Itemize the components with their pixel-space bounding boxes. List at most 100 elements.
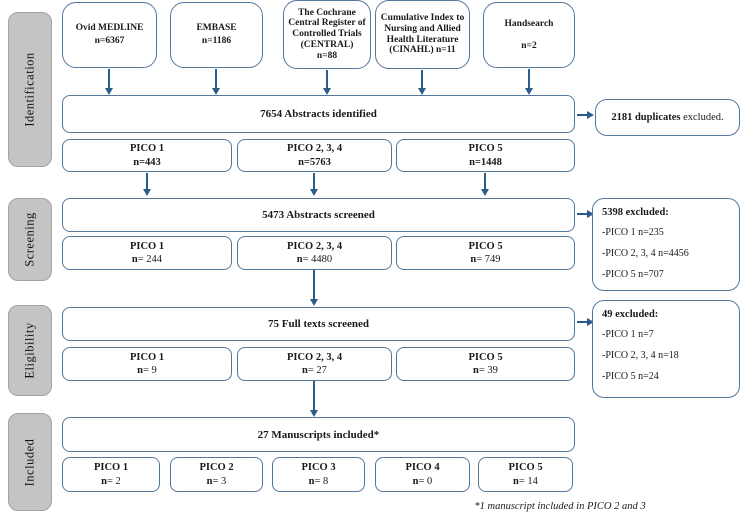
eligibility-excluded-box: 49 excluded: -PICO 1 n=7 -PICO 2, 3, 4 n… [592,300,740,398]
source-box-central: The Cochrane Central Register of Control… [283,0,371,69]
excluded-item: -PICO 2, 3, 4 n=4456 [602,248,689,259]
pico-label: PICO 1 [129,143,165,155]
excluded-item: -PICO 1 n=7 [602,329,654,340]
source-count: n=1186 [201,36,232,46]
pico-count: n= 27 [302,365,327,376]
pico-label: PICO 1 [129,240,165,252]
pico-count: n= 4480 [296,254,333,265]
pico-count: n=5763 [298,156,331,168]
screening-excluded-box: 5398 excluded: -PICO 1 n=235 -PICO 2, 3,… [592,198,740,291]
pico-box-id-1: PICO 1 n=443 [62,139,232,172]
pico-box-inc-4: PICO 4 n= 0 [375,457,470,492]
flow-arrow-down-icon [418,70,426,95]
excluded-title: 49 excluded: [602,309,659,320]
duplicates-excluded-box: 2181 duplicates excluded. [595,99,740,136]
pico-label: PICO 2, 3, 4 [286,143,343,155]
excluded-item: -PICO 2, 3, 4 n=18 [602,350,679,361]
abstracts-identified-text: 7654 Abstracts identified [260,108,377,120]
stage-label-text: Identification [22,52,37,127]
abstracts-identified-box: 7654 Abstracts identified [62,95,575,133]
excluded-title: 5398 excluded: [602,207,669,218]
excluded-item: -PICO 5 n=707 [602,269,664,280]
source-count: n=6367 [94,36,125,46]
abstracts-screened-text: 5473 Abstracts screened [262,209,375,221]
stage-label-identification: Identification [8,12,52,167]
duplicates-count: 2181 duplicates [611,112,681,123]
manuscripts-included-text: 27 Manuscripts included* [257,428,380,441]
stage-label-text: Included [22,438,37,486]
manuscripts-included-box: 27 Manuscripts included* [62,417,575,452]
source-name: Cumulative Index to Nursing and Allied H… [380,13,465,45]
pico-box-inc-2: PICO 2 n= 3 [170,457,263,492]
pico-box-scr-234: PICO 2, 3, 4 n= 4480 [237,236,392,270]
source-name: EMBASE [196,23,237,34]
pico-label: PICO 2, 3, 4 [286,240,343,252]
flow-arrow-down-icon [310,270,318,306]
flow-arrow-down-icon [212,69,220,95]
source-name: Ovid MEDLINE [75,23,144,34]
pico-label: PICO 3 [301,462,336,474]
flow-arrow-down-icon [310,173,318,196]
source-box-cinahl: Cumulative Index to Nursing and Allied H… [375,0,470,69]
pico-count: n= 8 [308,475,329,487]
pico-label: PICO 2, 3, 4 [286,351,343,363]
flow-arrow-down-icon [323,70,331,95]
pico-box-scr-1: PICO 1 n= 244 [62,236,232,270]
pico-box-inc-5: PICO 5 n= 14 [478,457,573,492]
stage-label-text: Screening [22,212,37,267]
footnote: *1 manuscript included in PICO 2 and 3 [474,501,646,512]
source-count: n=2 [521,40,537,51]
pico-box-elig-234: PICO 2, 3, 4 n= 27 [237,347,392,381]
duplicates-label: excluded. [680,112,724,123]
stage-label-eligibility: Eligibility [8,305,52,396]
pico-label: PICO 5 [468,351,503,363]
pico-count: n= 39 [473,365,498,376]
flow-arrow-down-icon [310,381,318,417]
pico-box-scr-5: PICO 5 n= 749 [396,236,575,270]
abstracts-screened-box: 5473 Abstracts screened [62,198,575,232]
source-box-embase: EMBASE n=1186 [170,2,263,68]
source-name: The Cochrane Central Register of Control… [288,7,366,50]
flow-arrow-right-icon [577,318,594,326]
pico-count: n= 0 [412,475,433,487]
source-name: Handsearch [504,18,554,29]
flow-arrow-down-icon [481,173,489,196]
stage-label-screening: Screening [8,198,52,281]
pico-count: n=1448 [469,156,502,168]
pico-label: PICO 1 [129,351,165,363]
source-box-ovid-medline: Ovid MEDLINE n=6367 [62,2,157,68]
source-box-handsearch: Handsearch n=2 [483,2,575,68]
flow-arrow-right-icon [577,210,594,218]
excluded-item: -PICO 1 n=235 [602,227,664,238]
stage-label-included: Included [8,413,52,511]
stage-label-text: Eligibility [22,322,37,379]
excluded-item: -PICO 5 n=24 [602,371,659,382]
full-texts-screened-text: 75 Full texts screened [268,318,369,330]
pico-label: PICO 4 [405,462,440,474]
pico-count: n=443 [133,156,161,168]
pico-label: PICO 5 [468,143,503,155]
source-count: n=88 [316,50,338,61]
pico-label: PICO 2 [199,462,234,474]
pico-box-elig-5: PICO 5 n= 39 [396,347,575,381]
pico-box-inc-1: PICO 1 n= 2 [62,457,160,492]
pico-count: n= 244 [131,254,163,265]
pico-count: n= 2 [101,475,121,487]
pico-count: n= 3 [206,475,227,487]
pico-box-elig-1: PICO 1 n= 9 [62,347,232,381]
flow-arrow-down-icon [143,173,151,196]
source-count: (CINAHL) n=11 [389,45,456,56]
duplicates-excluded-text: 2181 duplicates excluded. [611,112,723,123]
pico-count: n= 9 [137,365,157,376]
pico-label: PICO 1 [93,462,129,474]
pico-label: PICO 5 [508,462,543,474]
full-texts-screened-box: 75 Full texts screened [62,307,575,341]
pico-box-id-5: PICO 5 n=1448 [396,139,575,172]
pico-label: PICO 5 [468,240,503,252]
pico-box-id-234: PICO 2, 3, 4 n=5763 [237,139,392,172]
flow-arrow-right-icon [577,111,594,119]
flow-arrow-down-icon [525,69,533,95]
flow-arrow-down-icon [105,69,113,95]
pico-box-inc-3: PICO 3 n= 8 [272,457,365,492]
